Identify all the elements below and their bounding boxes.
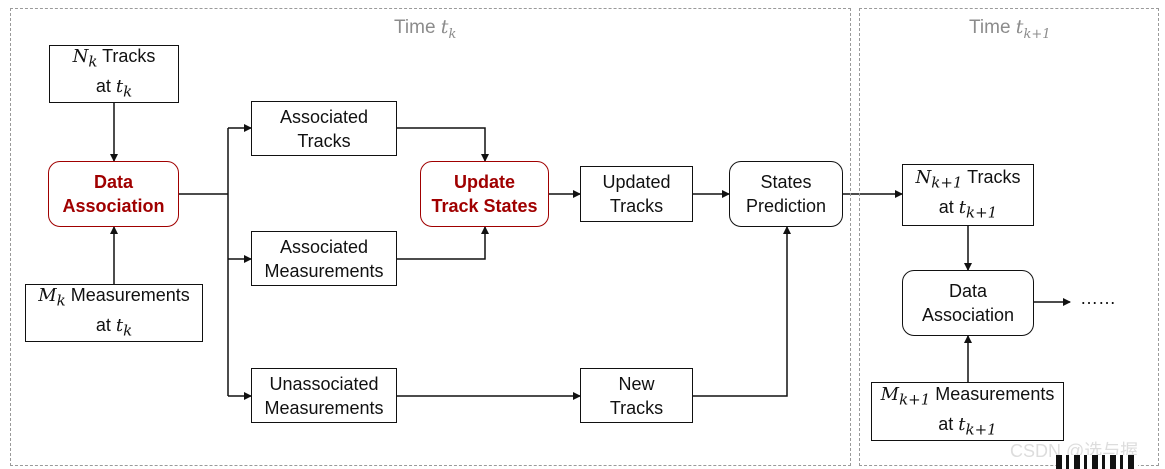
update-track-states-box: Update Track States — [420, 161, 549, 227]
arrow-at-to-update — [397, 127, 489, 162]
panel-time-tk — [10, 8, 851, 466]
nk-tracks-box: Nk Tracks at tk — [49, 45, 179, 103]
associated-measurements-box: Associated Measurements — [251, 231, 397, 286]
associated-tracks-box: Associated Tracks — [251, 101, 397, 156]
data-association-next-box: Data Association — [902, 270, 1034, 336]
arrow-am-to-update — [397, 226, 489, 260]
nk1-tracks-box: Nk+1 Tracks at tk+1 — [902, 164, 1034, 226]
panel-time-tk1 — [859, 8, 1159, 466]
qr-code-strip — [1056, 455, 1138, 469]
data-association-box: Data Association — [48, 161, 179, 227]
states-prediction-box: States Prediction — [729, 161, 843, 227]
panel-title-tk1: Time tk+1 — [969, 16, 1051, 42]
continuation-ellipsis: …… — [1080, 288, 1116, 308]
panel-title-tk: Time tk — [394, 16, 457, 42]
arrow-new-to-sp — [693, 226, 791, 397]
mk-measurements-box: Mk Measurements at tk — [25, 284, 203, 342]
unassociated-measurements-box: Unassociated Measurements — [251, 368, 397, 423]
new-tracks-box: New Tracks — [580, 368, 693, 423]
mk1-measurements-box: Mk+1 Measurements at tk+1 — [871, 382, 1064, 441]
updated-tracks-box: Updated Tracks — [580, 166, 693, 222]
